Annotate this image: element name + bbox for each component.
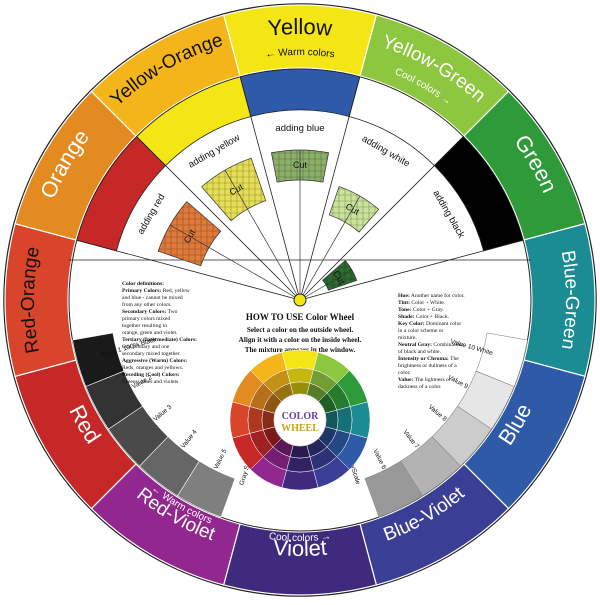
definition-right-text: of black and white.: [398, 348, 441, 355]
gray-value-swatch: [139, 436, 200, 497]
definition-left-text: secondary mixed together.: [122, 351, 181, 357]
inner-divider: [299, 76, 361, 301]
pointer-line: [169, 224, 301, 301]
definition-right-text: darkness of a color.: [398, 383, 442, 390]
how-to-title: HOW TO USE Color Wheel: [246, 312, 355, 322]
logo-line1: COLOR: [282, 411, 319, 422]
mini-wheel-segment: [349, 401, 371, 439]
definition-right-term: Shade: Color + Black.: [398, 314, 450, 320]
mini-wheel-segment: [324, 409, 339, 431]
inner-divider: [136, 136, 301, 301]
gray-value-swatch: [72, 332, 125, 387]
gray-value-swatch: [177, 460, 236, 518]
definition-left-term: Color definitions:: [122, 281, 164, 287]
definition-right-term: Tint: Color + White.: [398, 300, 446, 306]
inner-divider: [76, 239, 301, 301]
gray-value-swatch: [364, 460, 423, 518]
outer-label-violet: Violet: [272, 535, 328, 561]
inner-divider: [239, 76, 301, 301]
definition-left-term: Primary Colors: Red, yellow: [122, 288, 191, 294]
definition-right-text: in a color scheme or: [398, 328, 443, 334]
definition-right-text: color.: [398, 370, 411, 376]
inner-divider: [299, 136, 464, 301]
mini-wheel-segment: [281, 349, 319, 371]
definition-right-term: Intensity or Chroma: The: [398, 356, 459, 362]
definition-left-text: together resulting in: [122, 323, 167, 329]
mini-wheel-segment: [229, 401, 251, 439]
gray-value-swatch: [85, 370, 143, 430]
outer-segment-yellow-orange[interactable]: [90, 14, 241, 137]
definition-right-term: Neutral Gray: Combination: [398, 342, 463, 348]
definition-right-term: Hue: Another name for color.: [398, 292, 465, 299]
logo-line2: WHEEL: [281, 423, 319, 434]
pointer-line: [299, 195, 361, 301]
definition-right-text: brightness or dullness of a: [398, 362, 457, 369]
definition-right-term: Key Color: Dominant color: [398, 321, 461, 327]
mixing-window-grid: [329, 186, 379, 233]
definition-left-term: Receding (Cool) Colors:: [122, 371, 180, 378]
temperature-label-violet: Cool colors →: [268, 531, 331, 544]
definition-right-term: Value: The lightness or: [398, 377, 451, 383]
definition-left-text: Greens, blues and violets: [122, 379, 178, 385]
definition-right-text: mixture.: [398, 335, 417, 341]
definition-left-text: Reds, oranges and yellows.: [122, 365, 184, 371]
pointer-line: [224, 169, 301, 301]
definition-left-text: from any other colors.: [122, 301, 172, 308]
definition-right-term: Tone: Color + Gray.: [398, 307, 444, 313]
temperature-label-yellow: ← Warm colors: [265, 47, 335, 60]
mini-wheel-segment: [289, 444, 311, 459]
mini-wheel-segment: [247, 406, 264, 434]
definition-left-term: Secondary Colors: Two: [122, 309, 178, 315]
adding-label: adding blue: [275, 123, 324, 134]
mini-wheel-segment: [281, 469, 319, 491]
how-to-line: Align it with a color on the inside whee…: [239, 336, 362, 344]
mini-wheel-segment: [286, 456, 314, 473]
outer-segment-red-orange[interactable]: [4, 222, 77, 378]
how-to-line: Select a color on the outside wheel.: [247, 326, 353, 334]
inner-divider: [299, 239, 524, 301]
mini-wheel-segment: [261, 409, 276, 431]
outer-label-yellow: Yellow: [267, 14, 334, 41]
definition-left-text: and blue - cannot be mixed: [122, 295, 183, 301]
definition-left-text: One primary and one: [122, 344, 170, 350]
mixing-window-grid: [201, 158, 266, 221]
mini-wheel-center: [273, 393, 327, 447]
definition-left-text: orange, green and violet.: [122, 330, 178, 336]
inner-mix-swatch: [239, 68, 361, 117]
mixing-window-grid: [322, 260, 357, 291]
pointer-line: [299, 269, 353, 301]
mini-wheel-segment: [286, 367, 314, 384]
definition-left-term: Tertiary (Intermediate) Colors:: [122, 336, 197, 343]
mixing-window-grid: [158, 201, 221, 266]
mini-wheel-segment: [289, 381, 311, 396]
center-pivot: [293, 293, 307, 307]
definition-left-text: primary colors mixed: [122, 316, 170, 322]
mini-wheel-segment: [336, 406, 353, 434]
outer-segment-blue-green[interactable]: [523, 222, 596, 378]
gray-value-swatch: [108, 405, 169, 467]
definition-left-term: Aggressive (Warm) Colors:: [122, 357, 187, 364]
